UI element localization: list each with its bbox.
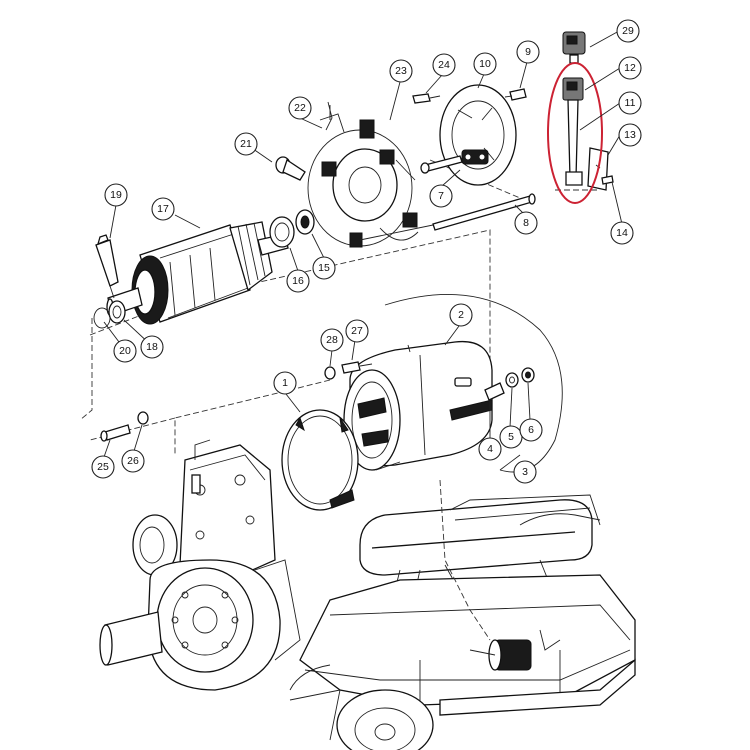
callout-6: 6 bbox=[519, 418, 543, 442]
washer-28 bbox=[324, 366, 336, 380]
screw-9 bbox=[504, 88, 527, 101]
callout-label: 5 bbox=[508, 431, 514, 443]
callout-7: 7 bbox=[429, 184, 453, 208]
callout-14: 14 bbox=[610, 221, 634, 245]
callout-1: 1 bbox=[273, 371, 297, 395]
callout-27: 27 bbox=[345, 319, 369, 343]
bolt-25 bbox=[100, 424, 131, 442]
callout-5: 5 bbox=[499, 425, 523, 449]
callout-label: 22 bbox=[294, 102, 306, 114]
callout-label: 4 bbox=[487, 443, 493, 455]
end-plate bbox=[439, 84, 517, 186]
callout-label: 12 bbox=[624, 62, 636, 74]
terminal-screw bbox=[325, 101, 333, 131]
speed-sensor-assembly bbox=[562, 31, 614, 191]
callout-label: 1 bbox=[282, 377, 288, 389]
bolt-27 bbox=[341, 361, 373, 374]
callout-23: 23 bbox=[389, 59, 413, 83]
golf-cart-illustration bbox=[289, 479, 636, 750]
bearing-and-snap-ring bbox=[93, 300, 126, 329]
callout-20: 20 bbox=[113, 339, 137, 363]
callout-8: 8 bbox=[514, 211, 538, 235]
thru-bolt bbox=[359, 193, 536, 241]
callout-2: 2 bbox=[449, 303, 473, 327]
callout-label: 29 bbox=[622, 25, 634, 37]
callout-19: 19 bbox=[104, 183, 128, 207]
callout-label: 15 bbox=[318, 262, 330, 274]
callout-label: 14 bbox=[616, 227, 628, 239]
callout-24: 24 bbox=[432, 53, 456, 77]
pole-shoe-ring bbox=[281, 409, 359, 511]
callout-label: 8 bbox=[523, 217, 529, 229]
callout-label: 16 bbox=[292, 275, 304, 287]
callout-label: 24 bbox=[438, 59, 450, 71]
callout-label: 9 bbox=[525, 46, 531, 58]
callout-4: 4 bbox=[478, 437, 502, 461]
callout-label: 11 bbox=[625, 97, 636, 109]
callout-label: 21 bbox=[240, 138, 252, 150]
callout-25: 25 bbox=[91, 455, 115, 479]
callout-11: 11 bbox=[618, 91, 642, 115]
callout-28: 28 bbox=[320, 328, 344, 352]
callout-17: 17 bbox=[151, 197, 175, 221]
callout-10: 10 bbox=[473, 52, 497, 76]
callout-21: 21 bbox=[234, 132, 258, 156]
callout-label: 2 bbox=[458, 309, 464, 321]
callout-label: 17 bbox=[157, 203, 169, 215]
callout-9: 9 bbox=[516, 40, 540, 64]
callout-label: 28 bbox=[326, 334, 338, 346]
callout-label: 10 bbox=[479, 58, 491, 70]
callout-label: 27 bbox=[351, 325, 363, 337]
callout-label: 3 bbox=[522, 466, 528, 478]
callout-label: 23 bbox=[395, 65, 407, 77]
callout-22: 22 bbox=[288, 96, 312, 120]
callout-label: 19 bbox=[110, 189, 122, 201]
callout-label: 6 bbox=[528, 424, 534, 436]
callout-16: 16 bbox=[286, 269, 310, 293]
rear-axle-differential bbox=[99, 439, 301, 691]
callout-26: 26 bbox=[121, 449, 145, 473]
callout-15: 15 bbox=[312, 256, 336, 280]
callout-label: 20 bbox=[119, 345, 131, 357]
callout-label: 26 bbox=[127, 455, 139, 467]
brush-holder-assembly bbox=[307, 105, 419, 248]
callout-label: 18 bbox=[146, 341, 158, 353]
callout-13: 13 bbox=[618, 123, 642, 147]
callout-3: 3 bbox=[513, 460, 537, 484]
bearing-and-washer bbox=[269, 209, 315, 248]
callout-12: 12 bbox=[618, 56, 642, 80]
highlight-circle bbox=[547, 62, 603, 204]
bolt-7 bbox=[420, 155, 463, 174]
callout-18: 18 bbox=[140, 335, 164, 359]
terminal-hardware bbox=[484, 367, 535, 401]
callout-label: 7 bbox=[438, 190, 444, 202]
callout-label: 25 bbox=[97, 461, 109, 473]
callout-29: 29 bbox=[616, 19, 640, 43]
callout-label: 13 bbox=[624, 129, 636, 141]
armature bbox=[106, 221, 289, 325]
washer-26 bbox=[137, 411, 149, 425]
spring-pin bbox=[275, 156, 306, 181]
field-housing bbox=[343, 340, 493, 471]
grease-tube bbox=[95, 234, 119, 299]
screw-24 bbox=[412, 93, 441, 104]
